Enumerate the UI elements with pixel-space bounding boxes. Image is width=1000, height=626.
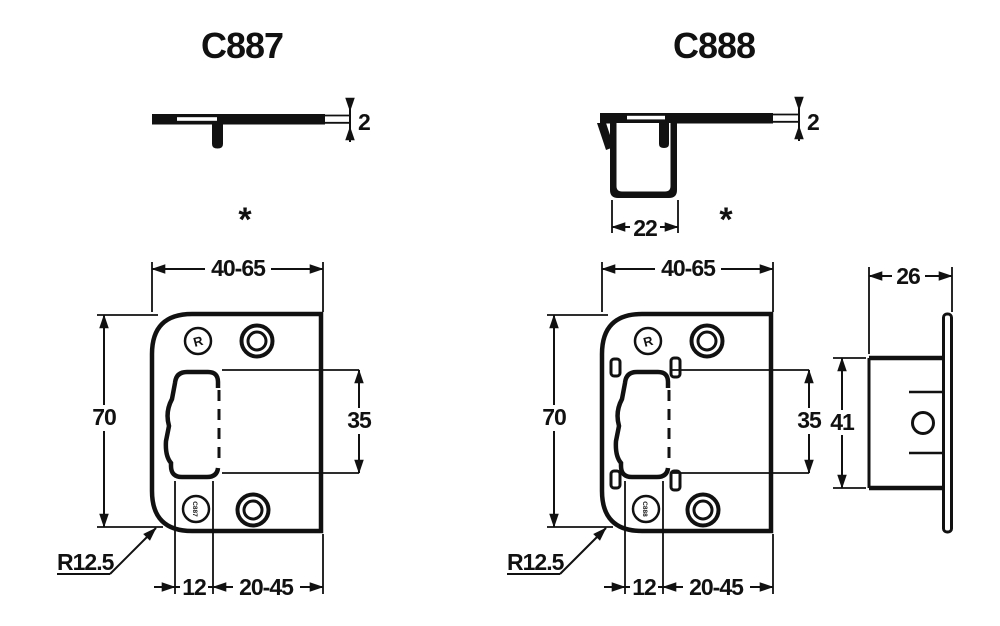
c887-top-view: 2 bbox=[152, 97, 371, 149]
c887-height-label: 70 bbox=[92, 404, 116, 430]
c888-boxwidth-label-bg bbox=[630, 216, 660, 238]
c887-code-stamp-text: C887 bbox=[191, 501, 198, 517]
c888-boxheight-label: 41 bbox=[830, 409, 855, 435]
c887-plate-outline bbox=[149, 311, 324, 534]
c888-screw-hole-bottom-inner bbox=[692, 499, 714, 521]
c888-brand-stamp-icon bbox=[633, 326, 663, 356]
c888-top-view: 2 22 bbox=[597, 96, 820, 241]
c887-opening-label-bg bbox=[344, 408, 375, 434]
c888-code-stamp-icon bbox=[631, 494, 661, 524]
c888-dust-box-cavity bbox=[616, 123, 671, 192]
c887-asterisk: * bbox=[238, 201, 252, 239]
c887-lip-tab-edge bbox=[212, 124, 223, 149]
c887-lip-label: 12 bbox=[182, 574, 206, 600]
c888-depth-label-bg bbox=[892, 265, 925, 287]
c888-opening-label: 35 bbox=[797, 407, 822, 433]
c887-screw-hole-bottom-outer bbox=[235, 492, 271, 528]
c888-slot-top-left bbox=[609, 357, 622, 378]
c887-brand-stamp-icon bbox=[183, 326, 213, 356]
c888-height-label-bg bbox=[536, 405, 572, 431]
c888-slot-top-right bbox=[669, 356, 682, 379]
c888-plate-edge bbox=[600, 113, 773, 124]
c887-width-label: 40-65 bbox=[211, 255, 266, 281]
c888-box-inner-lines bbox=[909, 390, 943, 455]
c888-boxheight-label-bg bbox=[826, 410, 859, 435]
c887-screw-hole-top-inner bbox=[246, 330, 268, 352]
c888-plate-edge-slot bbox=[627, 115, 665, 120]
c888-slot-bottom-left bbox=[609, 469, 622, 490]
c888-lip-tab-edge bbox=[659, 123, 669, 148]
c888-lip-outline bbox=[613, 369, 671, 480]
c888-opening-label-bg bbox=[794, 408, 825, 434]
c888-opening-lines bbox=[672, 369, 809, 474]
c887-code-stamp-icon bbox=[181, 494, 211, 524]
c888-drawing: C888 2 22 * 40-65 bbox=[507, 25, 953, 600]
c888-radius-label: R12.5 bbox=[507, 549, 565, 575]
c888-lip-flap-edge bbox=[597, 123, 614, 150]
c887-plate-edge bbox=[152, 114, 325, 125]
c888-screw-hole-top-inner bbox=[696, 330, 718, 352]
c888-plate-outline bbox=[599, 311, 774, 534]
c887-height-label-bg bbox=[86, 405, 122, 431]
c887-drawing: C887 2 * 40-65 70 bbox=[57, 25, 375, 600]
c888-radius-leader-line bbox=[559, 527, 607, 575]
c888-screw-hole-top-outer bbox=[689, 323, 725, 359]
c887-screw-hole-top-outer bbox=[239, 323, 275, 359]
c888-side-view: 26 41 bbox=[826, 263, 953, 534]
c888-title: C888 bbox=[673, 25, 755, 66]
c888-range-label: 20-45 bbox=[689, 574, 744, 600]
c888-width-label: 40-65 bbox=[661, 255, 716, 281]
c888-box-side-top-bottom bbox=[869, 355, 943, 491]
c888-asterisk: * bbox=[719, 201, 733, 239]
c887-range-label-bg bbox=[233, 576, 300, 597]
c888-depth-label: 26 bbox=[896, 263, 920, 289]
c888-code-stamp-text: C888 bbox=[641, 501, 648, 517]
c887-edge-extension-lines bbox=[325, 114, 350, 124]
c887-width-label-bg bbox=[205, 256, 271, 279]
c887-screw-hole-bottom-inner bbox=[242, 499, 264, 521]
c888-box-side-hole bbox=[911, 411, 935, 435]
c887-opening-label: 35 bbox=[347, 407, 372, 433]
c887-thickness-label: 2 bbox=[358, 109, 371, 135]
c887-plate-edge-slot bbox=[177, 117, 217, 121]
c888-thickness-label: 2 bbox=[807, 109, 820, 135]
c888-boxwidth-label: 22 bbox=[633, 215, 657, 241]
c888-width-label-bg bbox=[655, 256, 721, 279]
c888-range-label-bg bbox=[683, 576, 750, 597]
c888-lip-label-bg bbox=[630, 576, 658, 597]
c887-lip-label-bg bbox=[180, 576, 208, 597]
c888-lip-label: 12 bbox=[632, 574, 656, 600]
c888-front-view: 40-65 70 35 R C888 bbox=[507, 255, 825, 600]
c887-opening-lines bbox=[222, 369, 359, 474]
c887-lip-outline bbox=[163, 369, 221, 480]
c887-brand-letter: R bbox=[192, 333, 206, 350]
c888-screw-hole-bottom-outer bbox=[685, 492, 721, 528]
c887-title: C887 bbox=[201, 25, 283, 66]
c888-height-label: 70 bbox=[542, 404, 566, 430]
c888-faceplate-side bbox=[942, 312, 953, 534]
c887-radius-leader-line bbox=[109, 527, 157, 575]
c887-radius-label: R12.5 bbox=[57, 549, 115, 575]
c888-slot-bottom-right bbox=[669, 469, 682, 492]
c887-front-view: 40-65 70 35 R C887 bbox=[57, 255, 375, 600]
c888-brand-letter: R bbox=[642, 333, 656, 350]
c887-range-label: 20-45 bbox=[239, 574, 294, 600]
c888-edge-extension-lines bbox=[773, 113, 799, 123]
